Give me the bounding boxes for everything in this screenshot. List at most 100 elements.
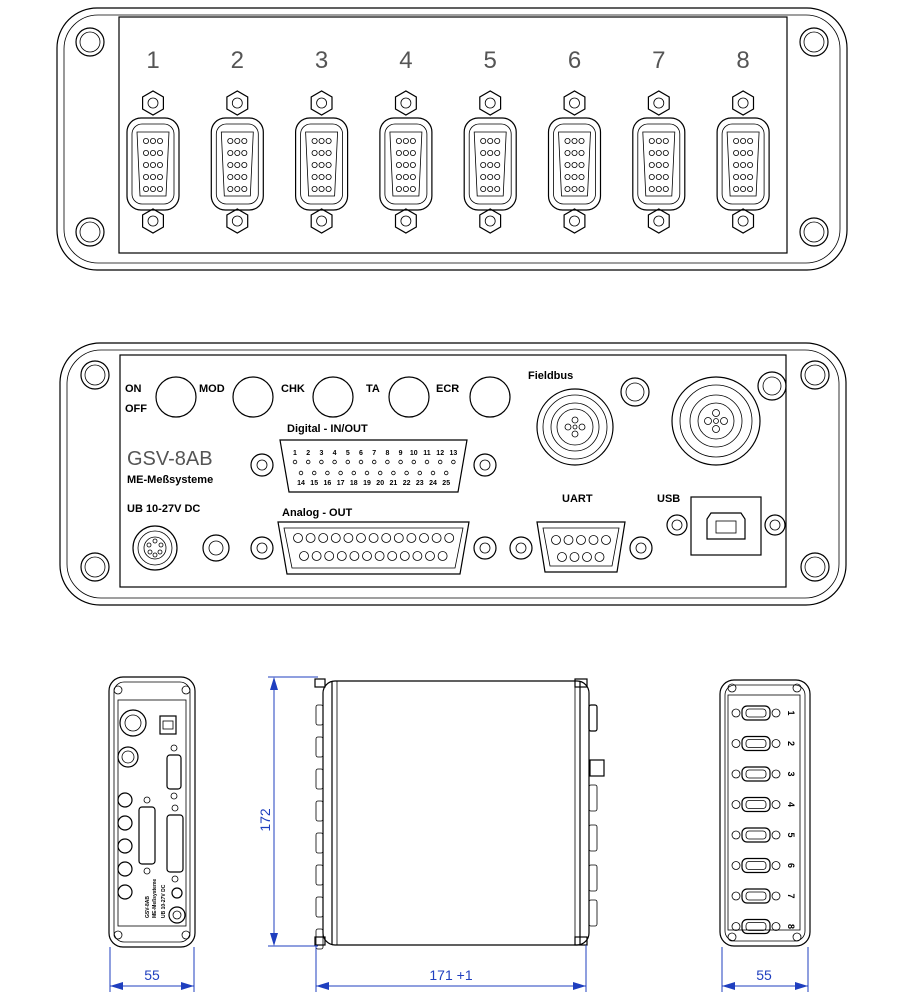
screw-hole (731, 739, 741, 748)
button-label-mod: MOD (199, 383, 225, 395)
button-on-off[interactable] (155, 376, 197, 418)
connector-inner (300, 123, 344, 205)
mount-screw-hole (799, 27, 829, 57)
screw-hole (400, 215, 412, 227)
screw-hex (394, 208, 417, 234)
digital-pin-label: 1 (293, 450, 297, 457)
digital-pin-label: 8 (385, 450, 389, 457)
front-view-panel: ON OFF MOD CHK TA ECR Fieldbus (59, 342, 847, 606)
pin (578, 185, 585, 192)
button-ta[interactable] (388, 376, 430, 418)
pin (480, 173, 487, 180)
analog-pin (330, 533, 341, 543)
uart-pin (569, 552, 580, 562)
digital-pin-label: 6 (359, 450, 363, 457)
pin (480, 137, 487, 144)
digital-pin (345, 459, 350, 465)
pin (142, 161, 149, 168)
screw-hole (316, 215, 328, 227)
digital-pin-label: 14 (297, 480, 305, 487)
connector-face (473, 131, 507, 197)
button-ecr[interactable] (469, 376, 511, 418)
connector-face (642, 131, 676, 197)
digital-pin (398, 459, 403, 465)
screw-hex (226, 208, 249, 234)
pin (234, 173, 241, 180)
pin (571, 161, 578, 168)
pin (142, 137, 149, 144)
analog-pin (387, 551, 398, 561)
pin (662, 161, 669, 168)
channel-label: 4 (399, 47, 412, 74)
analog-pin (425, 551, 435, 561)
analog-pin (444, 533, 455, 543)
pin (662, 173, 669, 180)
pin (227, 149, 234, 156)
pin (409, 161, 416, 168)
digital-pin-label: 2 (306, 450, 310, 457)
pin (747, 161, 754, 168)
pin (571, 173, 578, 180)
pin (402, 137, 409, 144)
pin (311, 149, 318, 156)
pin (747, 149, 754, 156)
button-chk[interactable] (312, 376, 354, 418)
screw-hex (563, 208, 586, 234)
pin (578, 173, 585, 180)
pin (318, 161, 325, 168)
screw-hole (771, 891, 781, 901)
screw-hole (771, 922, 781, 931)
uart-pin (563, 535, 574, 545)
connector-face (558, 131, 591, 197)
pin (318, 185, 325, 192)
digital-pin-label: 24 (429, 480, 437, 487)
channel-connector-2: 2 (210, 47, 264, 234)
pin (571, 149, 578, 156)
connector-shell (379, 117, 433, 211)
pin (395, 161, 402, 168)
screw-hex (732, 208, 755, 234)
analog-out-connector (250, 521, 497, 575)
connector-shell (295, 117, 349, 211)
side-channel-6: 6 (731, 857, 796, 874)
pin (655, 149, 662, 156)
pin (564, 185, 571, 192)
button-mod[interactable] (232, 376, 274, 418)
connector-face (745, 891, 767, 901)
pin (156, 137, 163, 144)
pin (241, 137, 248, 144)
side-stud (315, 800, 324, 822)
screw-hole (731, 891, 741, 901)
fieldbus-connector-2 (671, 376, 761, 466)
side-channel-5: 5 (731, 827, 796, 843)
mount-screw-hole (80, 552, 110, 582)
side-channel-4: 4 (731, 796, 796, 813)
dimension-width-left: 55 (109, 947, 195, 992)
side-channel-label: 4 (786, 802, 796, 807)
mount-screw-hole (800, 552, 830, 582)
screw-hex (142, 208, 164, 234)
fieldbus-connector (536, 388, 614, 466)
digital-pin (298, 470, 304, 476)
side-channel-label: 1 (786, 710, 796, 715)
connector-face (389, 131, 423, 197)
digital-pin (332, 459, 337, 465)
connector-inner (721, 123, 765, 205)
pin (241, 173, 248, 180)
channel-label: 5 (484, 47, 497, 74)
uart-pin (576, 535, 586, 545)
pin (480, 149, 487, 156)
pin (648, 161, 655, 168)
pin (241, 149, 248, 156)
channel-label: 8 (736, 47, 749, 74)
screw-hole (653, 215, 665, 227)
connector-face (745, 861, 767, 870)
pin (395, 173, 402, 180)
pin (402, 149, 409, 156)
pin (655, 137, 662, 144)
pin (409, 185, 416, 192)
pin (740, 137, 747, 144)
side-stud (315, 736, 324, 758)
pin (318, 149, 325, 156)
